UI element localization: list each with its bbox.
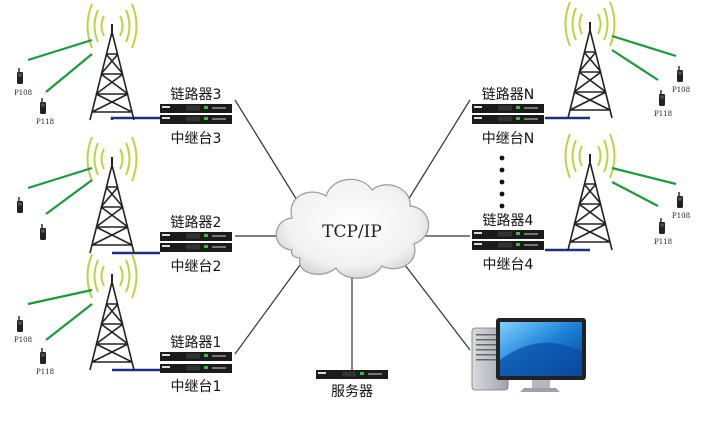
radio-handset-icon bbox=[676, 191, 684, 209]
radio-links bbox=[27, 34, 677, 341]
radio-label: P108 bbox=[672, 212, 690, 220]
repeater-label: 中继台2 bbox=[171, 259, 222, 275]
link-line bbox=[404, 99, 471, 206]
cloud-label: TCP/IP bbox=[322, 222, 382, 242]
tower-cables-left bbox=[110, 116, 590, 372]
rack-device-icon bbox=[160, 115, 232, 124]
cloud-icon bbox=[275, 178, 430, 279]
linker-label: 链路器2 bbox=[171, 215, 222, 231]
repeater-label: 中继台4 bbox=[483, 257, 534, 273]
rack-device-icon bbox=[160, 104, 232, 113]
radio-handset-icon bbox=[676, 65, 684, 83]
rack-device-icon bbox=[160, 364, 232, 373]
link-line bbox=[234, 99, 301, 206]
rack-device-icon bbox=[160, 352, 232, 361]
radio-handset-icon bbox=[16, 67, 24, 85]
rack-device-icon bbox=[472, 241, 544, 250]
network-links bbox=[234, 99, 471, 370]
link-line bbox=[234, 264, 301, 355]
tower-icon bbox=[86, 136, 138, 254]
rack-device-icon bbox=[472, 230, 544, 239]
rack-device-icon bbox=[472, 115, 544, 124]
linker-label: 链路器N bbox=[482, 87, 534, 103]
radio-label: P118 bbox=[654, 110, 672, 118]
linker-label: 链路器3 bbox=[171, 87, 222, 103]
repeater-label: 中继台3 bbox=[171, 131, 222, 147]
radio-label: P118 bbox=[36, 368, 54, 376]
tower-icon bbox=[86, 3, 138, 121]
server-label: 服务器 bbox=[331, 384, 373, 400]
server-rack-icon bbox=[316, 370, 388, 379]
rack-device-icon bbox=[160, 243, 232, 252]
radio-label: P118 bbox=[654, 238, 672, 246]
tower-icon bbox=[86, 253, 138, 371]
repeater-label: 中继台N bbox=[482, 131, 534, 147]
rack-device-icon bbox=[160, 232, 232, 241]
radio-label: P108 bbox=[672, 86, 690, 94]
tower-icon bbox=[564, 133, 616, 251]
radio-handset-icon bbox=[16, 315, 24, 333]
radio-handset-icon bbox=[658, 89, 666, 107]
computer-icon bbox=[471, 318, 586, 392]
radio-label: P108 bbox=[14, 336, 32, 344]
rack-device-icon bbox=[472, 104, 544, 113]
radio-handset-icon bbox=[39, 347, 47, 365]
radio-handset-icon bbox=[16, 196, 24, 214]
tower-icon bbox=[564, 1, 616, 119]
link-line bbox=[404, 264, 471, 351]
ellipsis-dots bbox=[499, 155, 505, 209]
linker-label: 链路器4 bbox=[483, 213, 534, 229]
radio-handset-icon bbox=[39, 97, 47, 115]
radio-label: P108 bbox=[14, 89, 32, 97]
repeater-label: 中继台1 bbox=[171, 379, 222, 395]
linker-label: 链路器1 bbox=[171, 335, 222, 351]
radio-handset-icon bbox=[39, 223, 47, 241]
radio-label: P118 bbox=[36, 118, 54, 126]
radio-handset-icon bbox=[658, 217, 666, 235]
